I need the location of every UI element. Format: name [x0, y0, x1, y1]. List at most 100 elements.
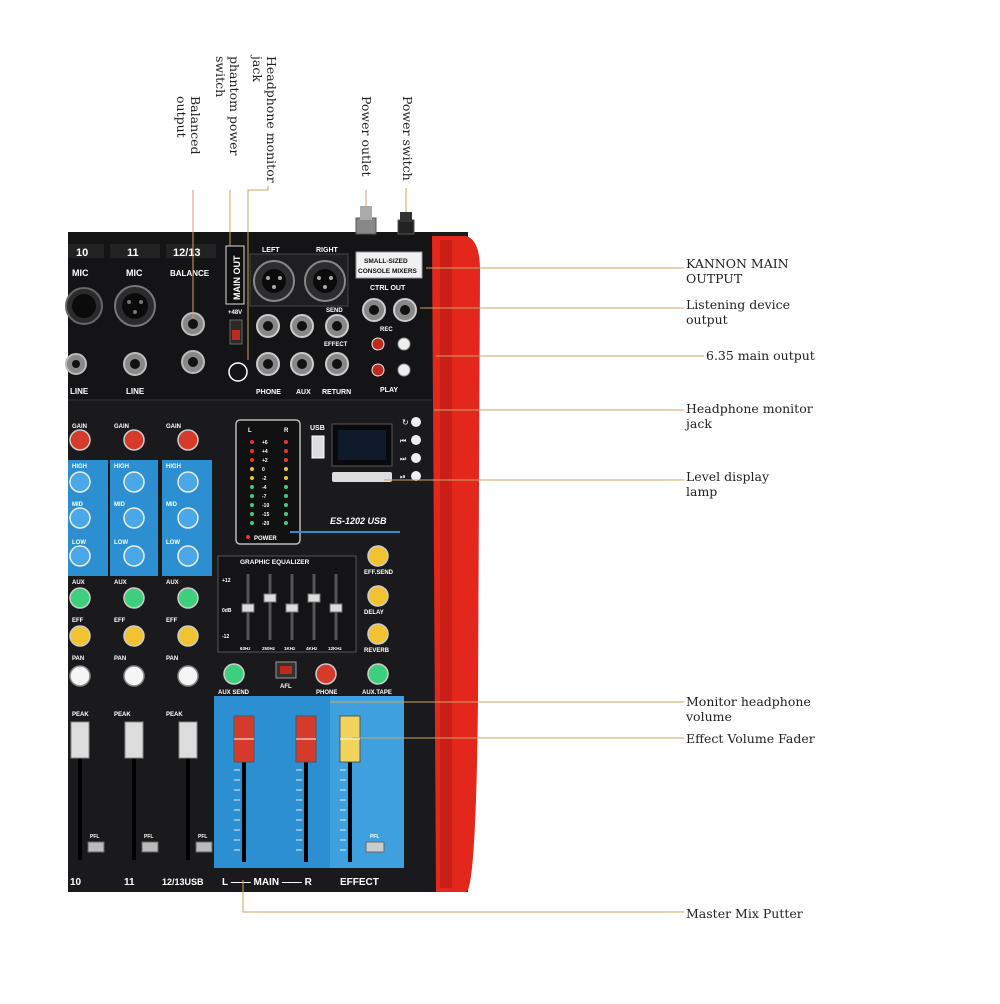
model-label: ES-1202 USB [330, 516, 387, 526]
gain-label-1: GAIN [114, 424, 129, 430]
led-left-7 [250, 503, 254, 507]
ctrl-out-right-jack[interactable] [393, 298, 417, 322]
pan-label-1: PAN [114, 656, 126, 662]
usb-port[interactable] [311, 435, 325, 459]
led-left-5 [250, 485, 254, 489]
xlr-main-left-jack[interactable] [253, 260, 295, 302]
gain-knob-2[interactable] [177, 429, 199, 451]
play-white-rca[interactable] [397, 363, 411, 377]
rec-white-rca[interactable] [397, 337, 411, 351]
aux-tape-knob[interactable] [367, 663, 389, 685]
trs-jack-2[interactable] [290, 314, 314, 338]
power-switch-connector[interactable] [397, 219, 415, 235]
repeat-button[interactable] [411, 417, 421, 427]
callout-power-switch: Power switch [400, 96, 415, 181]
pan-knob-0[interactable] [69, 665, 91, 687]
xlr-jack-10[interactable] [65, 287, 103, 325]
pan-label-2: PAN [166, 656, 178, 662]
low-knob-2[interactable] [177, 545, 199, 567]
balance-right-jack[interactable] [181, 350, 205, 374]
delay-knob[interactable] [367, 585, 389, 607]
led-left-4 [250, 476, 254, 480]
line-jack-11[interactable] [123, 352, 147, 376]
prev-icon: ⏮ [400, 437, 406, 445]
gain-knob-1[interactable] [123, 429, 145, 451]
callout-effect-volume-fader: Effect Volume Fader [686, 731, 815, 746]
trs-jack-1[interactable] [256, 314, 280, 338]
pan-knob-2[interactable] [177, 665, 199, 687]
main-out-label: MAIN OUT [232, 255, 242, 300]
rec-label: REC [380, 327, 393, 333]
geq-slider-4[interactable] [329, 603, 343, 613]
eff-knob-0[interactable] [69, 625, 91, 647]
sd-slot[interactable] [332, 472, 392, 482]
pan-knob-1[interactable] [123, 665, 145, 687]
callout-monitor-headphone-volume: Monitor headphone volume [686, 694, 811, 724]
line-jack-10[interactable] [65, 353, 87, 375]
high-knob-0[interactable] [69, 471, 91, 493]
line-label-10: LINE [70, 387, 89, 396]
geq-slider-3[interactable] [307, 593, 321, 603]
aux-knob-2[interactable] [177, 587, 199, 609]
aux-jack[interactable] [290, 352, 314, 376]
phone-jack[interactable] [256, 352, 280, 376]
geq-slider-1[interactable] [263, 593, 277, 603]
play-pause-button[interactable] [411, 471, 421, 481]
eff-send-label: EFF.SEND [364, 570, 394, 576]
aux-knob-0[interactable] [69, 587, 91, 609]
ctrl-out-left-jack[interactable] [362, 298, 386, 322]
mid-knob-0[interactable] [69, 507, 91, 529]
low-label-1: LOW [114, 540, 128, 546]
eff-send-knob[interactable] [367, 545, 389, 567]
phone-volume-knob[interactable] [315, 663, 337, 685]
aux-tape-label: AUX.TAPE [362, 690, 392, 696]
eff-knob-2[interactable] [177, 625, 199, 647]
next-button[interactable] [411, 453, 421, 463]
callout-kannon-main-output: KANNON MAIN OUTPUT [686, 256, 789, 286]
eff-knob-label-2: EFF [166, 618, 178, 624]
low-knob-1[interactable] [123, 545, 145, 567]
aux-knob-1[interactable] [123, 587, 145, 609]
led-left-9 [250, 521, 254, 525]
geq-slider-0[interactable] [241, 603, 255, 613]
channel-fader-2[interactable] [178, 721, 198, 759]
return-jack[interactable] [325, 352, 349, 376]
prev-button[interactable] [411, 435, 421, 445]
meter-level-4: -2 [262, 476, 267, 482]
power-outlet-connector[interactable] [355, 217, 377, 235]
high-knob-1[interactable] [123, 471, 145, 493]
pfl-button-2[interactable] [195, 841, 213, 853]
meter-level-5: -4 [262, 485, 267, 491]
mid-knob-2[interactable] [177, 507, 199, 529]
channel-fader-1[interactable] [124, 721, 144, 759]
high-knob-2[interactable] [177, 471, 199, 493]
led-right-2 [284, 458, 288, 462]
low-knob-0[interactable] [69, 545, 91, 567]
eff-knob-1[interactable] [123, 625, 145, 647]
send-jack[interactable] [325, 314, 349, 338]
pfl-button-1[interactable] [141, 841, 159, 853]
xlr-jack-11[interactable] [114, 285, 156, 327]
geq-freq-0: 63Hz [240, 646, 251, 651]
aux-label: AUX [296, 389, 311, 396]
aux-send-knob[interactable] [223, 663, 245, 685]
reverb-knob[interactable] [367, 623, 389, 645]
led-right-1 [284, 449, 288, 453]
effect-pfl-button[interactable] [365, 841, 385, 853]
mid-label-1: MID [114, 502, 126, 508]
mid-label-0: MID [72, 502, 84, 508]
callout-main-output-635: 6.35 main output [706, 348, 815, 363]
mid-knob-1[interactable] [123, 507, 145, 529]
channel-fader-0[interactable] [70, 721, 90, 759]
pfl-label-0: PFL [90, 834, 99, 840]
geq-label: GRAPHIC EQUALIZER [240, 559, 310, 566]
play-red-rca[interactable] [371, 363, 385, 377]
pfl-button-0[interactable] [87, 841, 105, 853]
low-label-0: LOW [72, 540, 86, 546]
brand-logo-icon [228, 362, 248, 382]
xlr-main-right-jack[interactable] [304, 260, 346, 302]
geq-slider-2[interactable] [285, 603, 299, 613]
rec-red-rca[interactable] [371, 337, 385, 351]
gain-knob-0[interactable] [69, 429, 91, 451]
